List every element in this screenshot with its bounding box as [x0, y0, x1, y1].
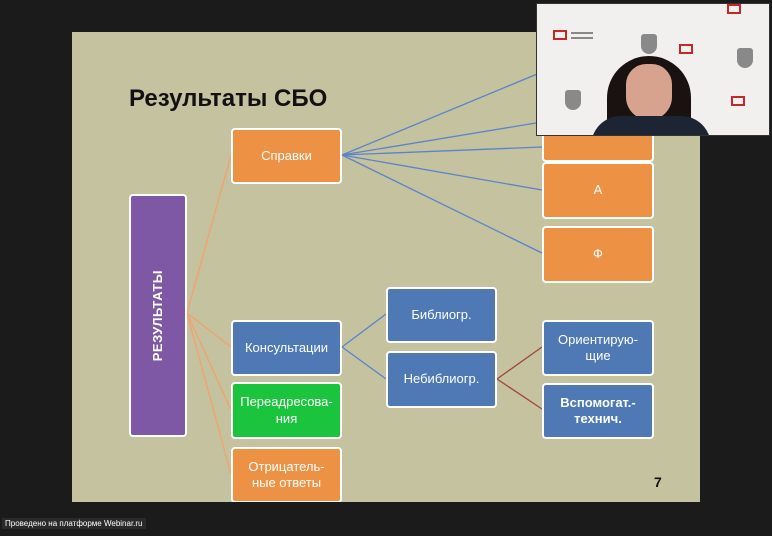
auxiliary-box: Вспомогат.-технич.: [542, 383, 654, 439]
speaker-face: [626, 64, 672, 120]
platform-label: Проведено на платформе Webinar.ru: [2, 518, 146, 529]
consultations-box: Консультации: [231, 320, 342, 376]
emblem-icon: [737, 48, 753, 68]
spravki-box: Справки: [231, 128, 342, 184]
connector-lines: [186, 71, 543, 475]
page-number: 7: [654, 474, 662, 490]
results-root-box: РЕЗУЛЬТАТЫ: [129, 194, 187, 437]
hidden-top-box: [542, 132, 654, 162]
library-logo-icon: [731, 96, 745, 106]
webcam-video: [536, 3, 770, 136]
results-root-label: РЕЗУЛЬТАТЫ: [149, 269, 165, 362]
bibliog-box: Библиогр.: [386, 287, 497, 343]
library-logo-icon: [553, 30, 567, 40]
library-logo-icon: [727, 4, 741, 14]
orienting-box: Ориентирую-щие: [542, 320, 654, 376]
slide-title: Результаты СБО: [129, 85, 328, 112]
a-box: А: [542, 162, 654, 219]
negative-answers-box: Отрицатель-ные ответы: [231, 447, 342, 502]
nebibliog-box: Небиблиогр.: [386, 351, 497, 408]
redirect-box: Переадресова-ния: [231, 382, 342, 439]
f-box: Ф: [542, 226, 654, 283]
library-logo-icon: [679, 44, 693, 54]
emblem-icon: [641, 34, 657, 54]
speaker-body: [591, 116, 711, 135]
emblem-icon: [565, 90, 581, 110]
